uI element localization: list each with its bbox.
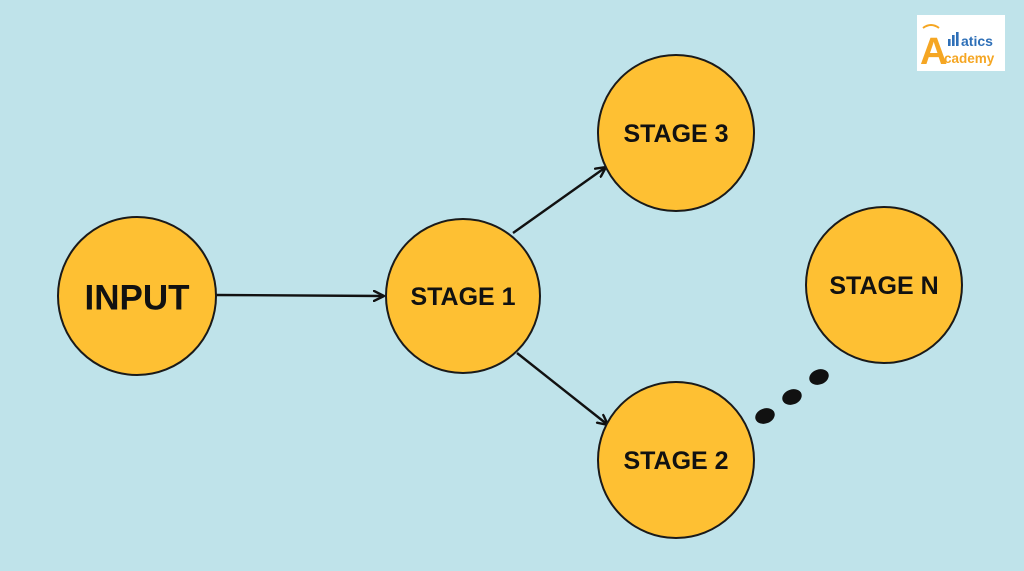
node-stage-n: STAGE N [805,206,963,364]
logo-line-2: cademy [944,51,995,66]
node-stage3: STAGE 3 [597,54,755,212]
edge-input-to-stage1 [215,295,384,296]
logo-line-1: atics [961,33,993,49]
node-stage-n-label: STAGE N [829,272,938,300]
node-stage2-circle [597,381,755,539]
bar-chart-icon [948,32,959,46]
ellipsis-dot [755,408,775,424]
node-input: INPUT [57,216,217,376]
node-stage2-label: STAGE 2 [623,447,728,475]
node-stage3-circle [597,54,755,212]
logo-cap-icon [922,24,940,29]
node-stage-n-circle [805,206,963,364]
ellipsis-dot [782,389,802,405]
node-stage1-label: STAGE 1 [410,283,515,311]
node-stage3-label: STAGE 3 [623,120,728,148]
edge-stage1-to-stage3 [512,167,606,234]
ellipsis-dot [809,369,829,385]
node-stage1-circle [385,218,541,374]
logo-letter-a: A [920,31,947,71]
node-input-label: INPUT [85,279,190,318]
edge-stage1-to-stage2 [516,352,608,425]
node-input-circle [57,216,217,376]
node-stage1: STAGE 1 [385,218,541,374]
academy-logo: A atics cademy [917,15,1005,71]
continuation-ellipsis [755,369,829,424]
node-stage2: STAGE 2 [597,381,755,539]
